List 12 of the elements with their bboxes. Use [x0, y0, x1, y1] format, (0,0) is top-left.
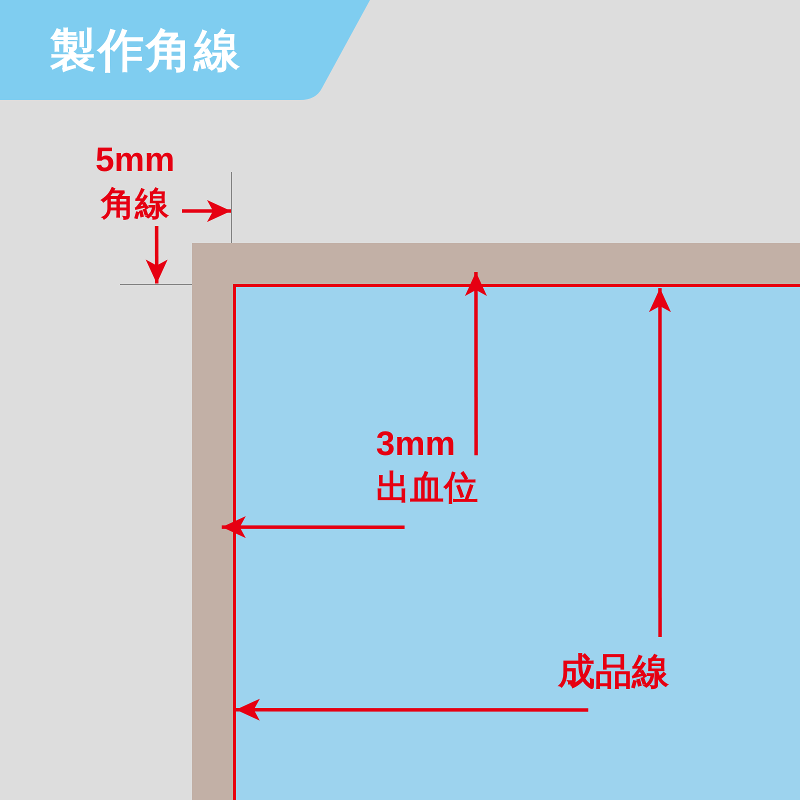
leader-arrow	[222, 516, 405, 538]
callout-label: 3mm 出血位	[376, 422, 486, 512]
leader-arrow	[182, 200, 231, 222]
callout-label: 成品線	[558, 648, 684, 698]
crop-mark	[231, 172, 232, 243]
leader-arrow	[146, 226, 168, 284]
crop-mark	[120, 284, 192, 285]
title: 製作角線	[50, 23, 242, 78]
leader-arrow	[236, 698, 588, 721]
leader-arrow	[464, 272, 487, 456]
leader-arrow	[648, 288, 671, 637]
callout-label: 5mm 角線	[88, 138, 182, 226]
